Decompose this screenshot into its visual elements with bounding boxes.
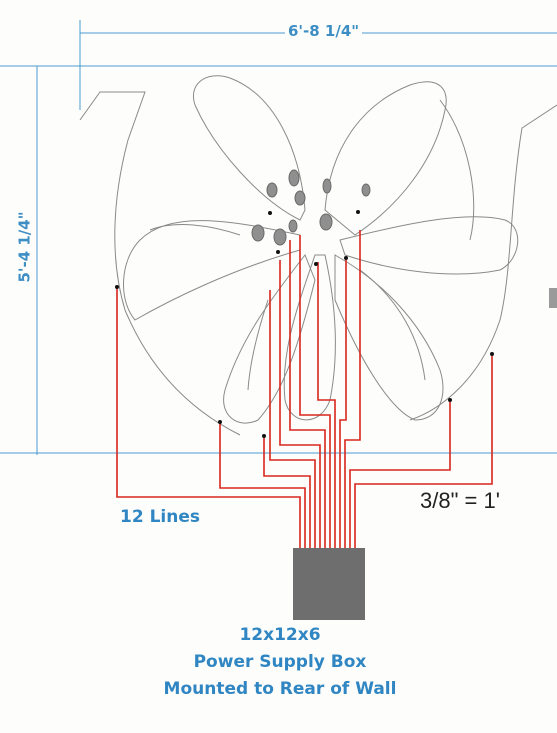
wire-9 xyxy=(339,260,347,548)
flower-outline xyxy=(79,75,557,436)
stamen-8 xyxy=(319,213,333,231)
power-supply-box xyxy=(293,548,365,620)
petal-lower-right xyxy=(334,254,444,421)
dot-6 xyxy=(314,262,318,266)
dot-2 xyxy=(218,420,222,424)
box-name-label: Power Supply Box xyxy=(193,652,367,672)
wire-7 xyxy=(299,235,331,548)
wiring-harness xyxy=(116,230,493,548)
dot-5 xyxy=(276,250,280,254)
stamen-1 xyxy=(266,182,278,198)
petal-lower-left xyxy=(223,254,316,424)
edge-marker xyxy=(549,288,557,308)
petal-center xyxy=(283,254,336,421)
petal-top-left xyxy=(193,75,306,221)
stamen-5 xyxy=(361,183,371,197)
dot-8 xyxy=(356,210,360,214)
petal-left xyxy=(123,220,301,321)
wire-2 xyxy=(219,422,306,548)
connection-points xyxy=(115,210,494,438)
stamen-7 xyxy=(273,228,287,246)
wire-4 xyxy=(269,290,316,548)
dot-1 xyxy=(115,285,119,289)
petal-vein-2 xyxy=(149,224,241,236)
power-box-caption: 12x12x6 Power Supply Box Mounted to Rear… xyxy=(120,622,440,703)
wire-10 xyxy=(344,230,361,548)
petal-vein-1 xyxy=(439,99,475,241)
petal-top-right xyxy=(324,81,447,236)
width-dimension-label: 6'-8 1/4" xyxy=(285,22,363,40)
wire-11 xyxy=(349,402,451,548)
stamen-2 xyxy=(288,169,300,187)
outer-ring-right xyxy=(409,104,557,421)
dot-10 xyxy=(490,352,494,356)
stamen-6 xyxy=(251,224,265,242)
box-size-label: 12x12x6 xyxy=(239,625,321,645)
dot-7 xyxy=(344,256,348,260)
wire-5 xyxy=(279,260,321,548)
scale-label: 3/8" = 1' xyxy=(420,488,500,513)
petal-right xyxy=(339,216,519,275)
outer-ring-left xyxy=(79,91,241,436)
stamen-4 xyxy=(322,178,332,194)
dot-3 xyxy=(262,434,266,438)
dot-9 xyxy=(448,398,452,402)
wire-8 xyxy=(317,262,336,548)
wire-1 xyxy=(116,287,301,548)
petal-vein-3 xyxy=(359,269,426,381)
wire-6 xyxy=(289,240,326,548)
wire-3 xyxy=(263,438,311,548)
stamen-9 xyxy=(288,219,298,233)
height-dimension-label: 5'-4 1/4" xyxy=(15,208,34,286)
stamens xyxy=(251,169,371,246)
box-mount-label: Mounted to Rear of Wall xyxy=(163,679,397,699)
lines-count-label: 12 Lines xyxy=(120,507,200,527)
petal-vein-4 xyxy=(247,299,269,391)
stamen-3 xyxy=(294,190,306,206)
dot-4 xyxy=(268,211,272,215)
wire-12 xyxy=(354,356,493,548)
